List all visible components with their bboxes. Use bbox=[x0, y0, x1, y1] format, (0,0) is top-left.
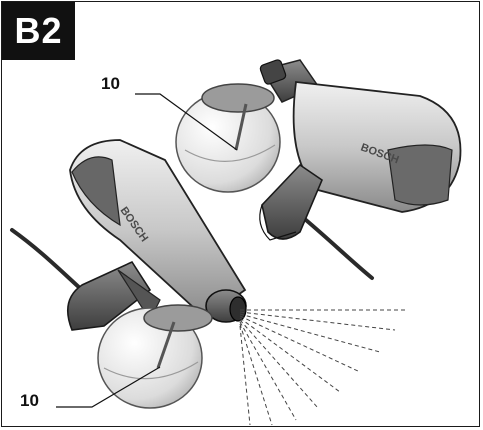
spray-pattern bbox=[239, 309, 405, 426]
leader-line-bottom bbox=[56, 366, 161, 408]
spray-gun-lower: BOSCH bbox=[66, 139, 247, 409]
handle-upper bbox=[261, 163, 323, 240]
power-cord bbox=[298, 213, 374, 280]
callout-label-bottom: 10 bbox=[20, 391, 39, 410]
power-cord bbox=[10, 228, 84, 292]
suction-tube-lower bbox=[156, 321, 176, 369]
figure-badge: B2 bbox=[2, 2, 75, 60]
leader-line-top bbox=[135, 93, 238, 151]
suction-tube-upper bbox=[234, 103, 248, 151]
callout-label-top: 10 bbox=[101, 74, 120, 93]
spray-gun-upper: BOSCH bbox=[175, 59, 462, 241]
paint-container-lower bbox=[97, 307, 203, 409]
